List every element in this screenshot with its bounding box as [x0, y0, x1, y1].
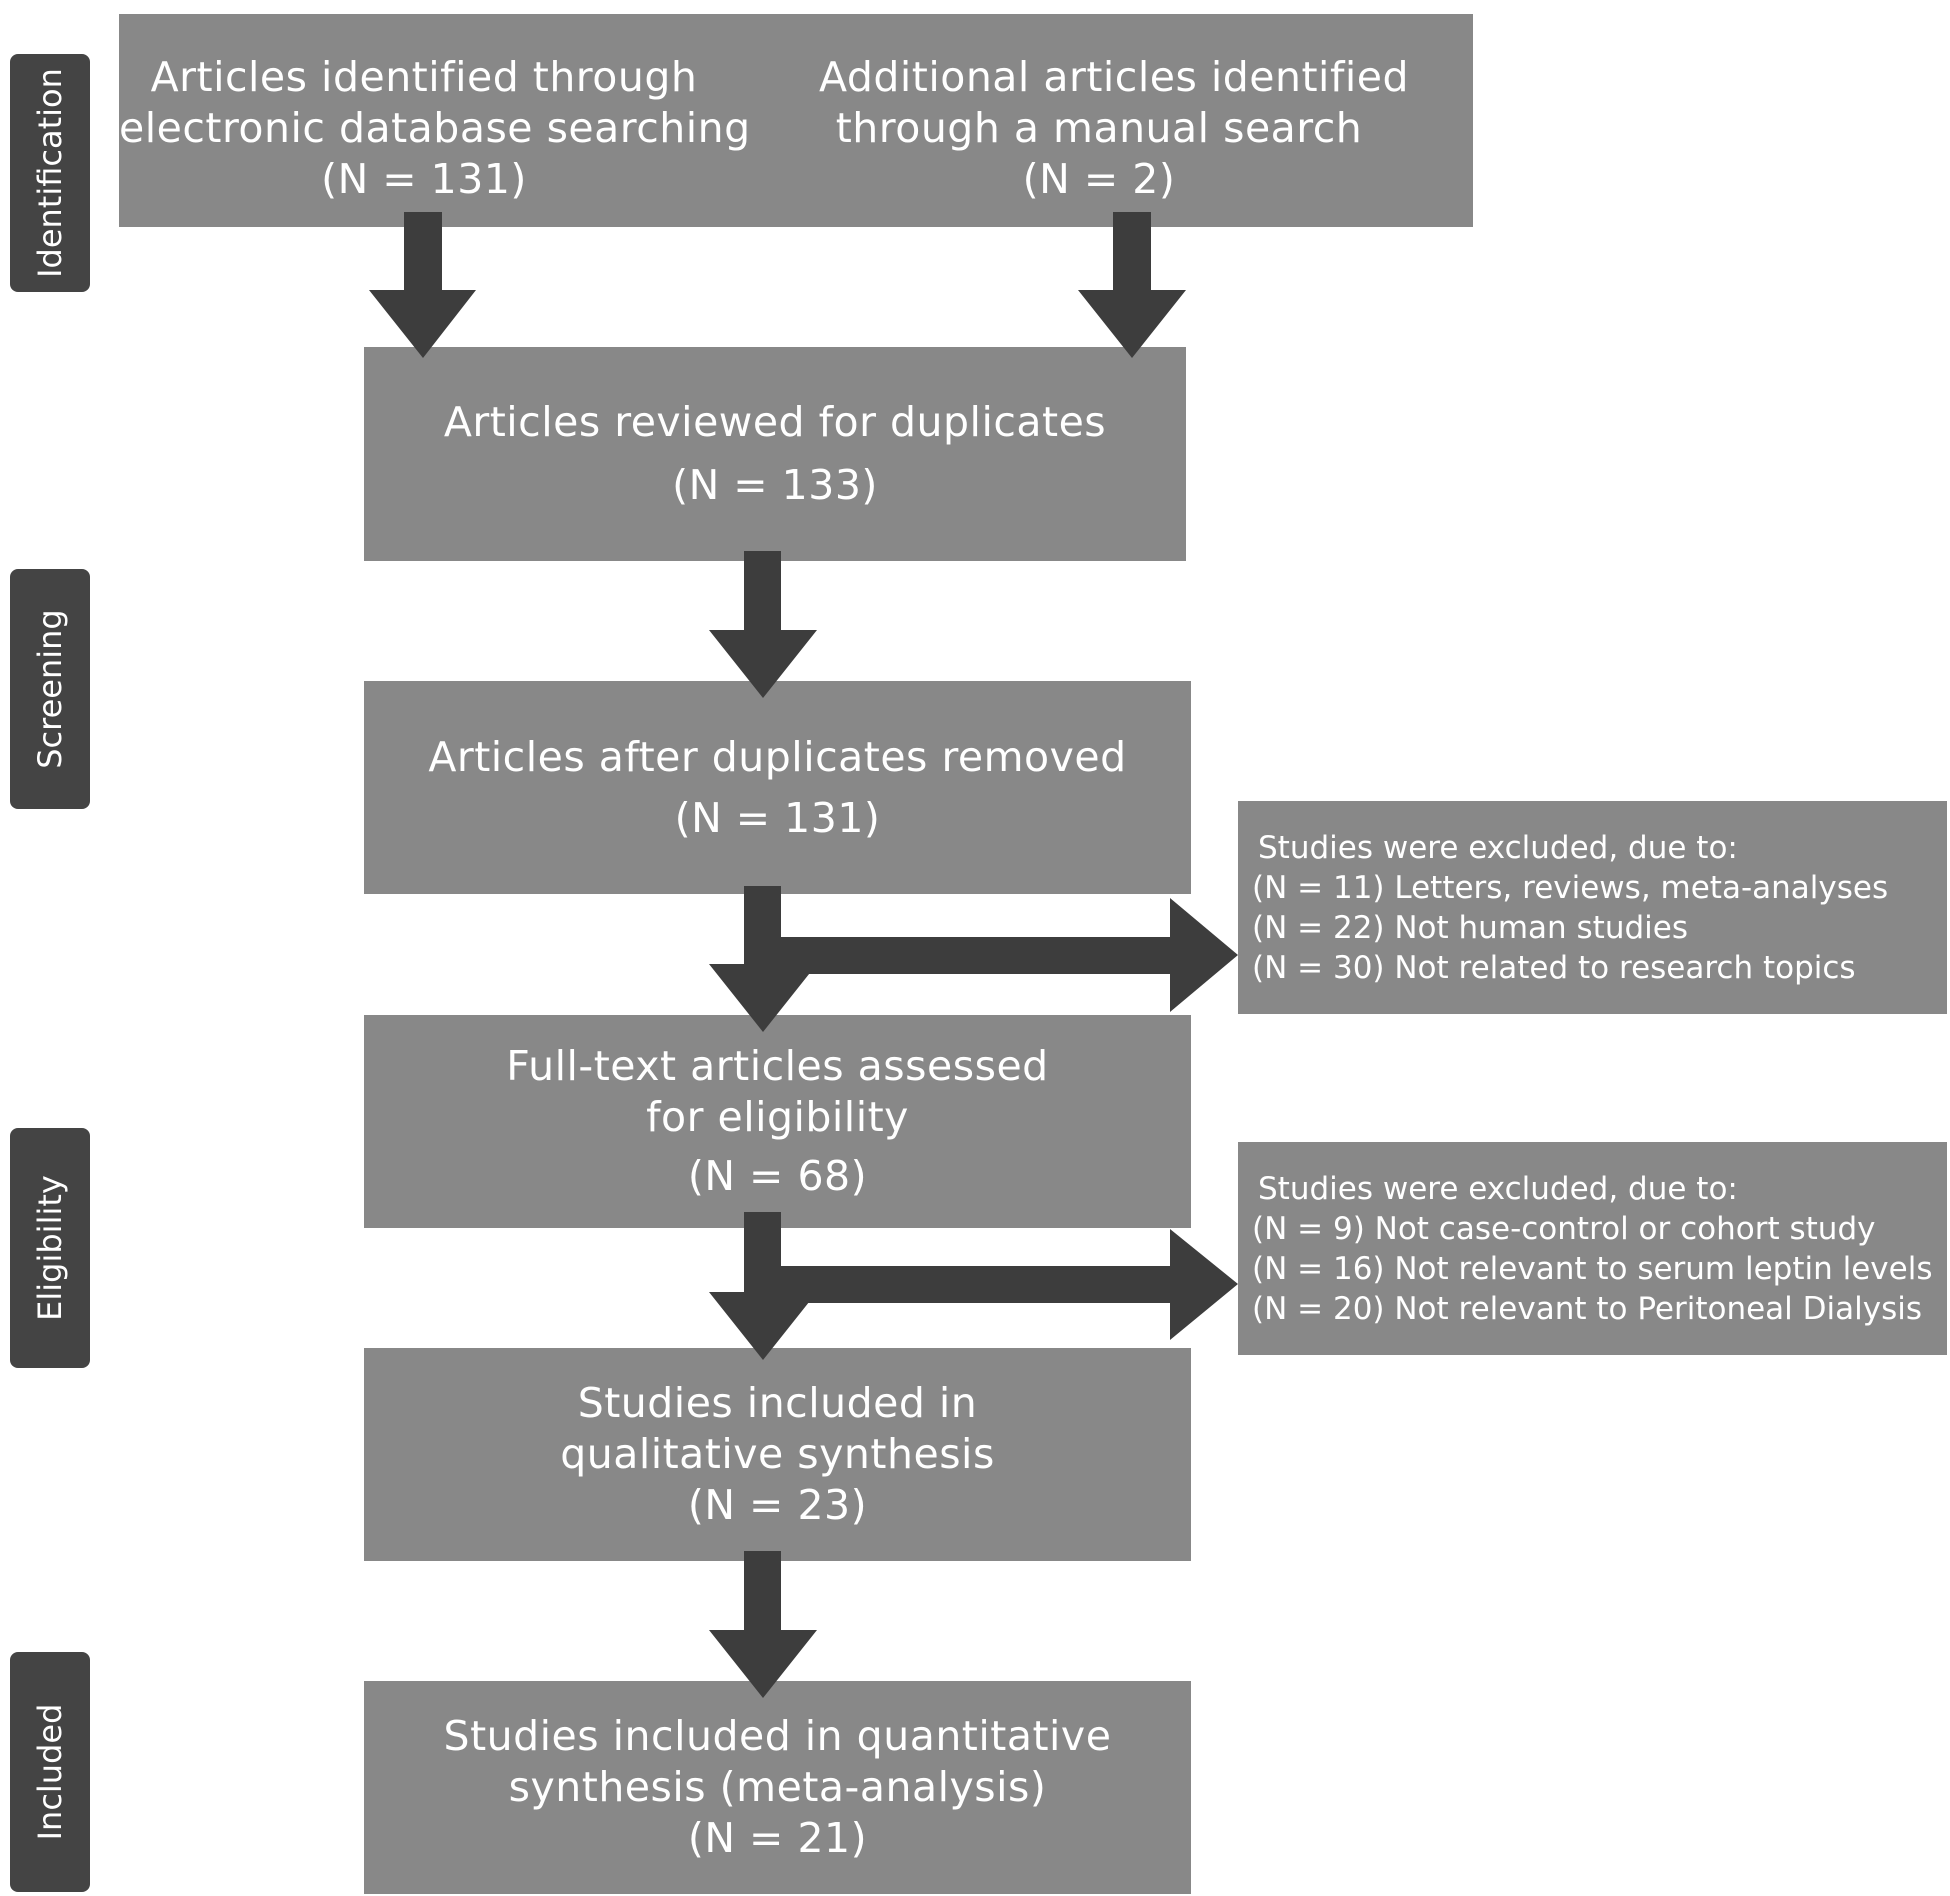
arrow-down-icon [709, 1551, 817, 1698]
qualitative-synthesis-box: Studies included in qualitative synthesi… [364, 1348, 1191, 1561]
count-line: (N = 23) [687, 1481, 868, 1529]
text-line: Articles reviewed for duplicates [443, 398, 1107, 446]
exclusion-item: (N = 22) Not human studies [1252, 909, 1688, 946]
exclusion-box-screening: Studies were excluded, due to: (N = 11) … [1238, 801, 1947, 1014]
quantitative-synthesis-box: Studies included in quantitative synthes… [364, 1681, 1191, 1894]
arrow-down-icon [1078, 212, 1186, 358]
arrow-down-icon [369, 212, 476, 358]
stage-eligibility: Eligibility [10, 1128, 90, 1368]
arrow-right-icon [763, 898, 1238, 1012]
text-line: Studies included in [577, 1379, 978, 1427]
text-line: through a manual search [835, 104, 1363, 152]
text-line: Full-text articles assessed [506, 1042, 1049, 1090]
exclusion-item: (N = 16) Not relevant to serum leptin le… [1252, 1250, 1933, 1287]
exclusion-item: (N = 9) Not case-control or cohort study [1252, 1210, 1876, 1247]
text-line: Additional articles identified [819, 53, 1410, 101]
text-line: Articles after duplicates removed [428, 732, 1127, 781]
count-line: (N = 131) [321, 155, 527, 203]
exclusion-item: (N = 11) Letters, reviews, meta-analyses [1252, 869, 1889, 906]
database-search-text: Articles identified through electronic d… [119, 52, 751, 205]
exclusion-heading: Studies were excluded, due to: [1258, 829, 1738, 866]
exclusion-item: (N = 20) Not relevant to Peritoneal Dial… [1252, 1290, 1922, 1327]
stage-screening: Screening [10, 569, 90, 809]
text-line: qualitative synthesis [560, 1430, 995, 1478]
stage-included: Included [10, 1652, 90, 1892]
text-line: for eligibility [646, 1093, 909, 1141]
arrow-down-icon [709, 551, 817, 698]
manual-search-text: Additional articles identified through a… [819, 52, 1410, 205]
exclusion-box-eligibility: Studies were excluded, due to: (N = 9) N… [1238, 1142, 1947, 1355]
arrow-right-icon [763, 1229, 1238, 1340]
count-line: (N = 2) [1022, 155, 1176, 203]
identification-box: Articles identified through electronic d… [119, 14, 1473, 227]
exclusion-item: (N = 30) Not related to research topics [1252, 949, 1856, 986]
fulltext-assessed-box: Full-text articles assessed for eligibil… [364, 1015, 1191, 1228]
count-line: (N = 133) [672, 461, 878, 509]
reviewed-duplicates-box: Articles reviewed for duplicates (N = 13… [364, 347, 1186, 561]
count-line: (N = 21) [687, 1814, 868, 1862]
text-line: Studies included in quantitative [443, 1712, 1112, 1760]
text-line: Articles identified through [150, 53, 698, 101]
exclusion-heading: Studies were excluded, due to: [1258, 1170, 1738, 1207]
count-line: (N = 68) [687, 1152, 868, 1200]
count-line: (N = 131) [674, 793, 881, 842]
stage-identification: Identification [10, 54, 90, 292]
text-line: electronic database searching [119, 104, 751, 152]
after-duplicates-box: Articles after duplicates removed (N = 1… [364, 681, 1191, 894]
text-line: synthesis (meta-analysis) [508, 1763, 1047, 1811]
